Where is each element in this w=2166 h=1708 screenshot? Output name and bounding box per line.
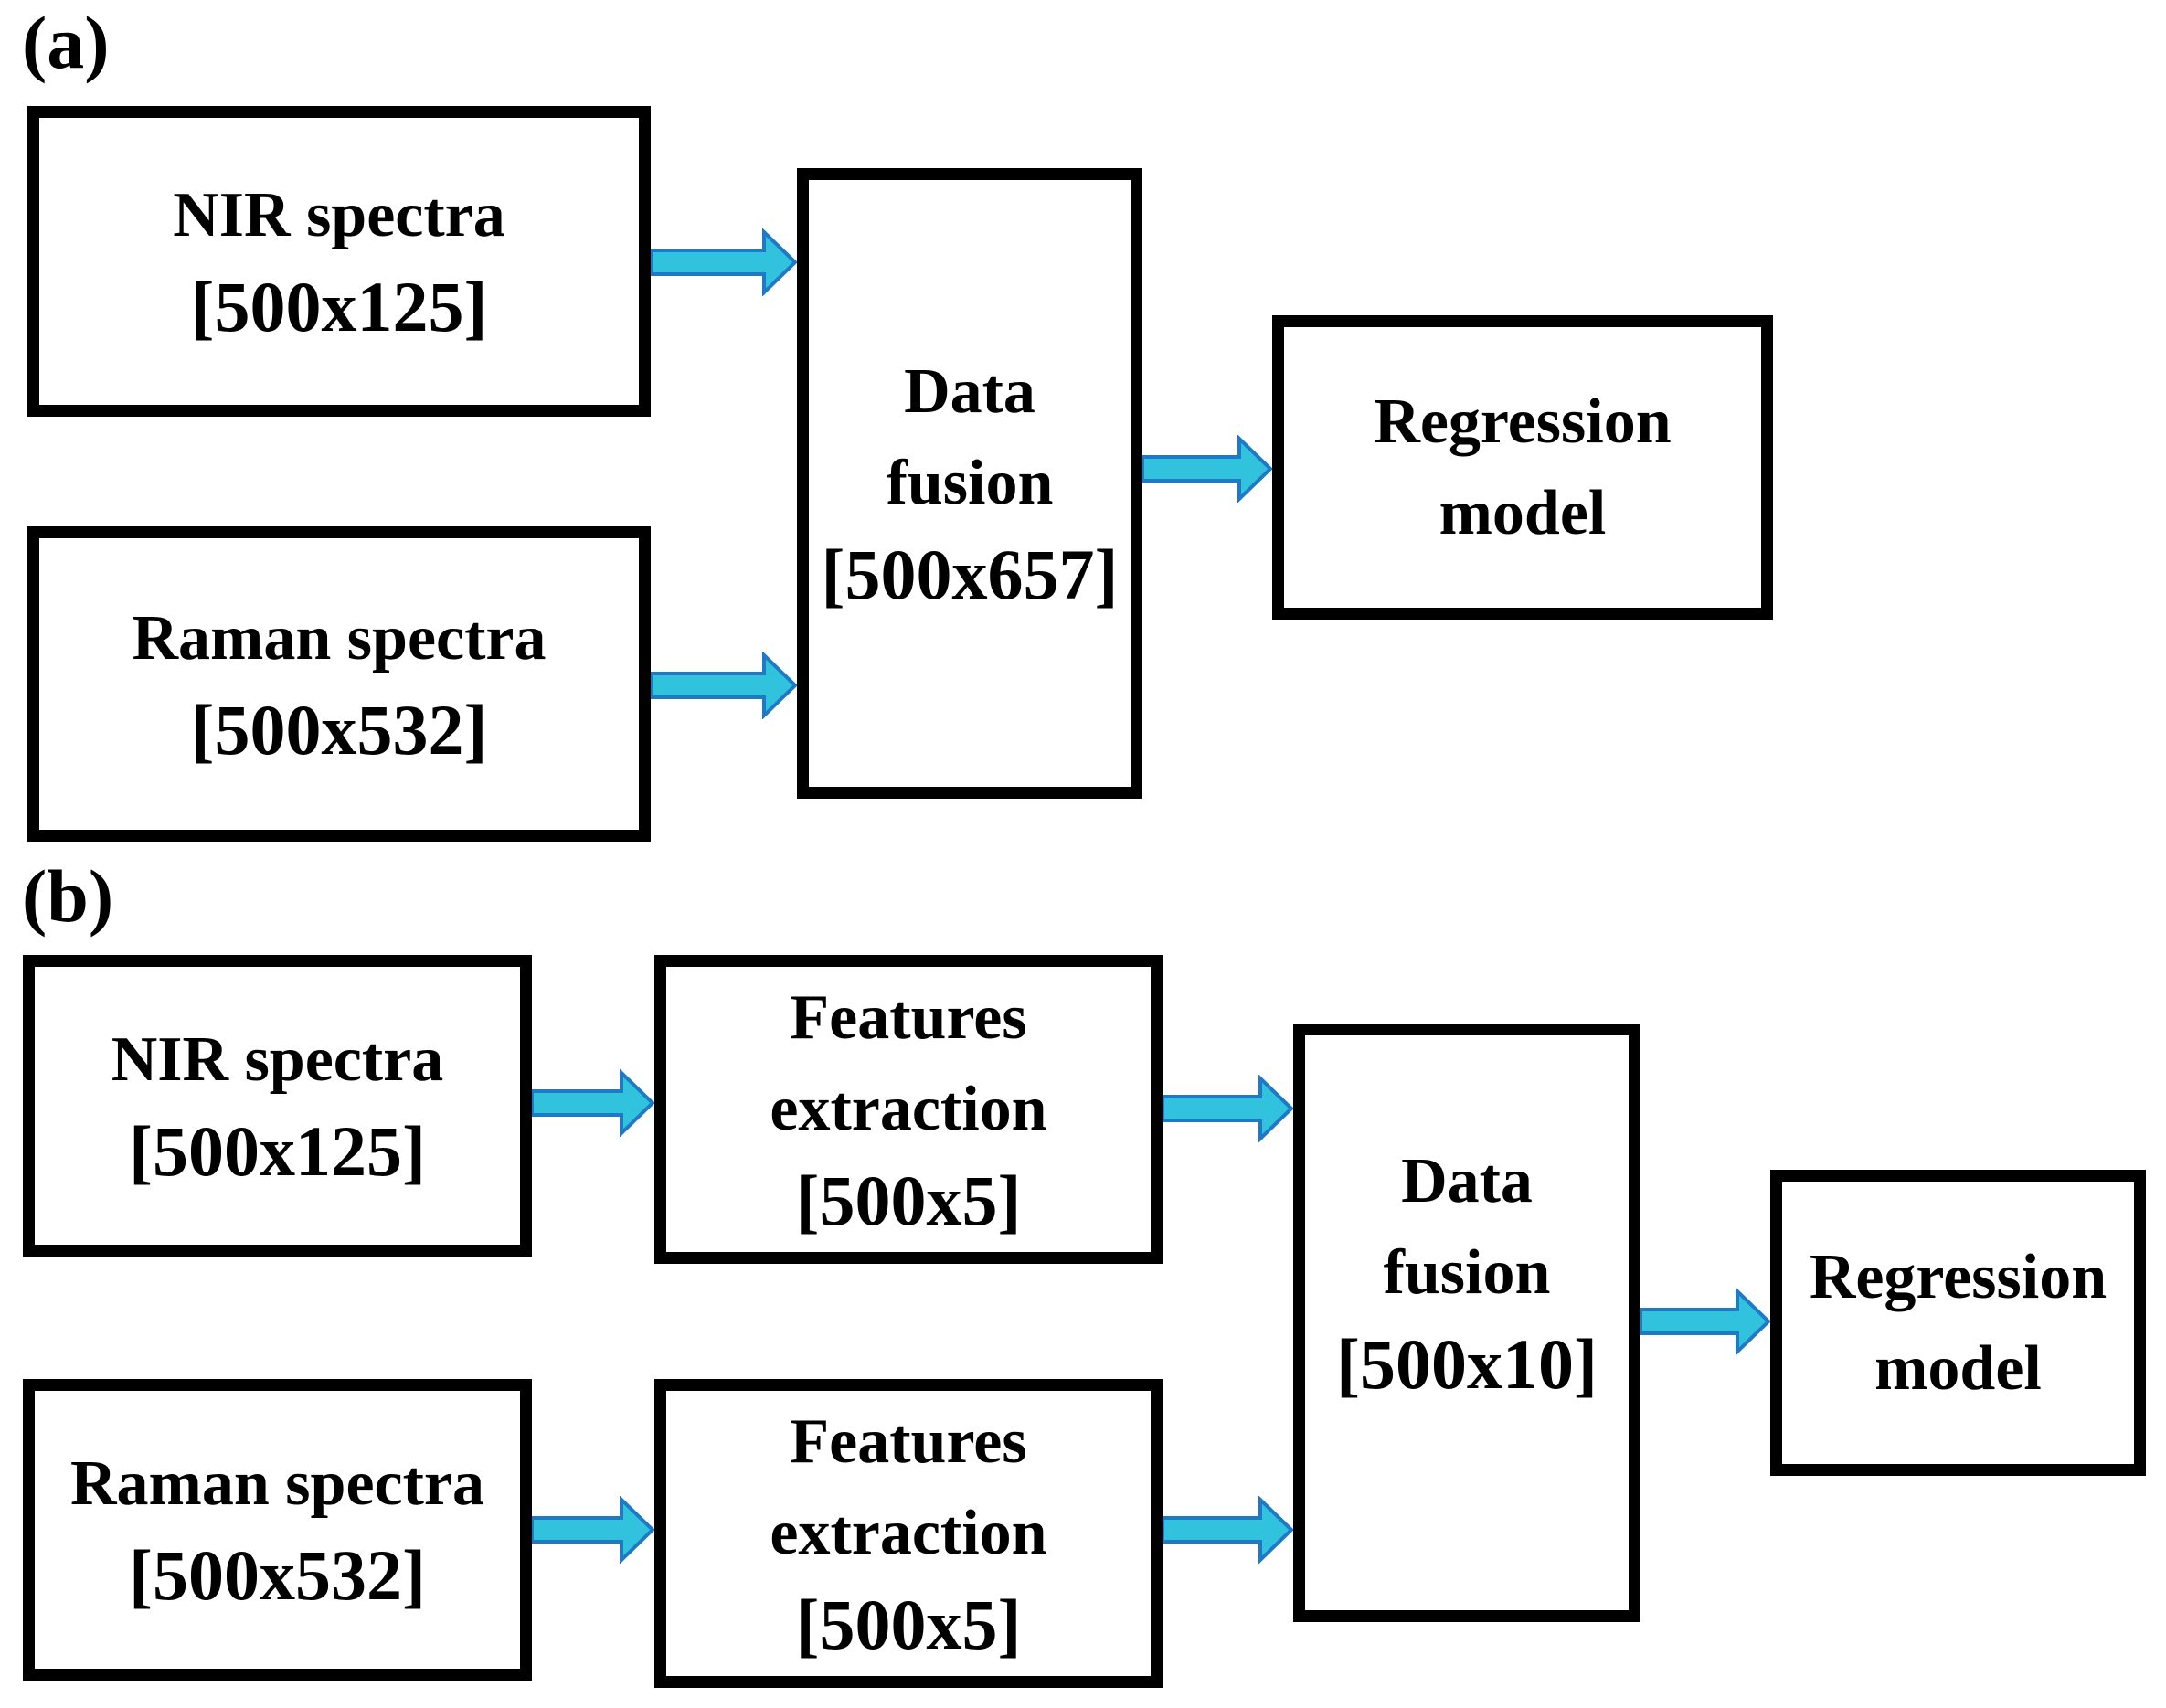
- raman-spectra-b: Raman spectra [500x532]: [23, 1379, 532, 1681]
- box-text: Regression model: [1782, 1232, 2134, 1415]
- box-text: Regression model: [1284, 377, 1761, 559]
- box-text: NIR spectra [500x125]: [35, 1014, 520, 1197]
- box-line: [500x5]: [795, 1585, 1022, 1664]
- regression-model-a: Regression model: [1272, 315, 1773, 620]
- box-line: [500x532]: [129, 1535, 426, 1615]
- box-line: Features: [790, 982, 1027, 1053]
- box-text: Data fusion [500x10]: [1305, 1136, 1629, 1410]
- arrow-fusion-a-to-regression-a: [1142, 435, 1272, 503]
- arrow-features-bottom-to-fusion-b: [1163, 1496, 1293, 1564]
- raman-spectra-a: Raman spectra [500x532]: [27, 526, 651, 842]
- panel-label-b: (b): [22, 854, 114, 938]
- box-line: Raman spectra: [132, 602, 547, 674]
- box-line: model: [1439, 477, 1607, 548]
- box-line: NIR spectra: [111, 1024, 444, 1095]
- features-extraction-b-top: Features extraction [500x5]: [654, 955, 1163, 1264]
- box-line: [500x10]: [1336, 1323, 1598, 1404]
- panel-label-a: (a): [22, 1, 110, 84]
- features-extraction-b-bottom: Features extraction [500x5]: [654, 1379, 1163, 1688]
- box-line: extraction: [770, 1498, 1047, 1568]
- box-line: Regression: [1374, 386, 1672, 457]
- arrow-features-top-to-fusion-b: [1163, 1075, 1293, 1142]
- box-line: [500x5]: [795, 1161, 1022, 1240]
- box-line: fusion: [1383, 1236, 1551, 1308]
- box-line: extraction: [770, 1074, 1047, 1144]
- nir-spectra-a: NIR spectra [500x125]: [27, 106, 651, 417]
- box-text: NIR spectra [500x125]: [39, 170, 639, 353]
- data-fusion-b: Data fusion [500x10]: [1293, 1024, 1640, 1622]
- regression-model-b: Regression model: [1770, 1170, 2146, 1476]
- box-line: [500x125]: [190, 267, 488, 346]
- box-text: Data fusion [500x657]: [809, 346, 1131, 621]
- box-line: [500x532]: [190, 689, 488, 769]
- box-line: Raman spectra: [70, 1448, 484, 1519]
- box-line: fusion: [886, 448, 1054, 518]
- box-line: Data: [1401, 1145, 1533, 1216]
- box-text: Features extraction [500x5]: [666, 1396, 1151, 1671]
- data-fusion-a: Data fusion [500x657]: [797, 168, 1142, 799]
- arrow-fusion-b-to-regression-b: [1640, 1288, 1770, 1355]
- box-line: Data: [904, 356, 1035, 427]
- box-text: Features extraction [500x5]: [666, 972, 1151, 1247]
- box-line: [500x657]: [821, 535, 1119, 614]
- box-text: Raman spectra [500x532]: [35, 1438, 520, 1621]
- arrow-nir-b-to-features-top: [532, 1069, 654, 1137]
- box-line: [500x125]: [129, 1111, 426, 1191]
- box-line: NIR spectra: [173, 180, 505, 250]
- arrow-raman-a-to-fusion-a: [651, 652, 797, 719]
- box-line: model: [1874, 1332, 2042, 1404]
- nir-spectra-b: NIR spectra [500x125]: [23, 955, 532, 1257]
- box-line: Features: [790, 1406, 1027, 1477]
- box-line: Regression: [1809, 1241, 2108, 1312]
- arrow-raman-b-to-features-bottom: [532, 1496, 654, 1564]
- arrow-nir-a-to-fusion-a: [651, 228, 797, 296]
- box-text: Raman spectra [500x532]: [39, 593, 639, 776]
